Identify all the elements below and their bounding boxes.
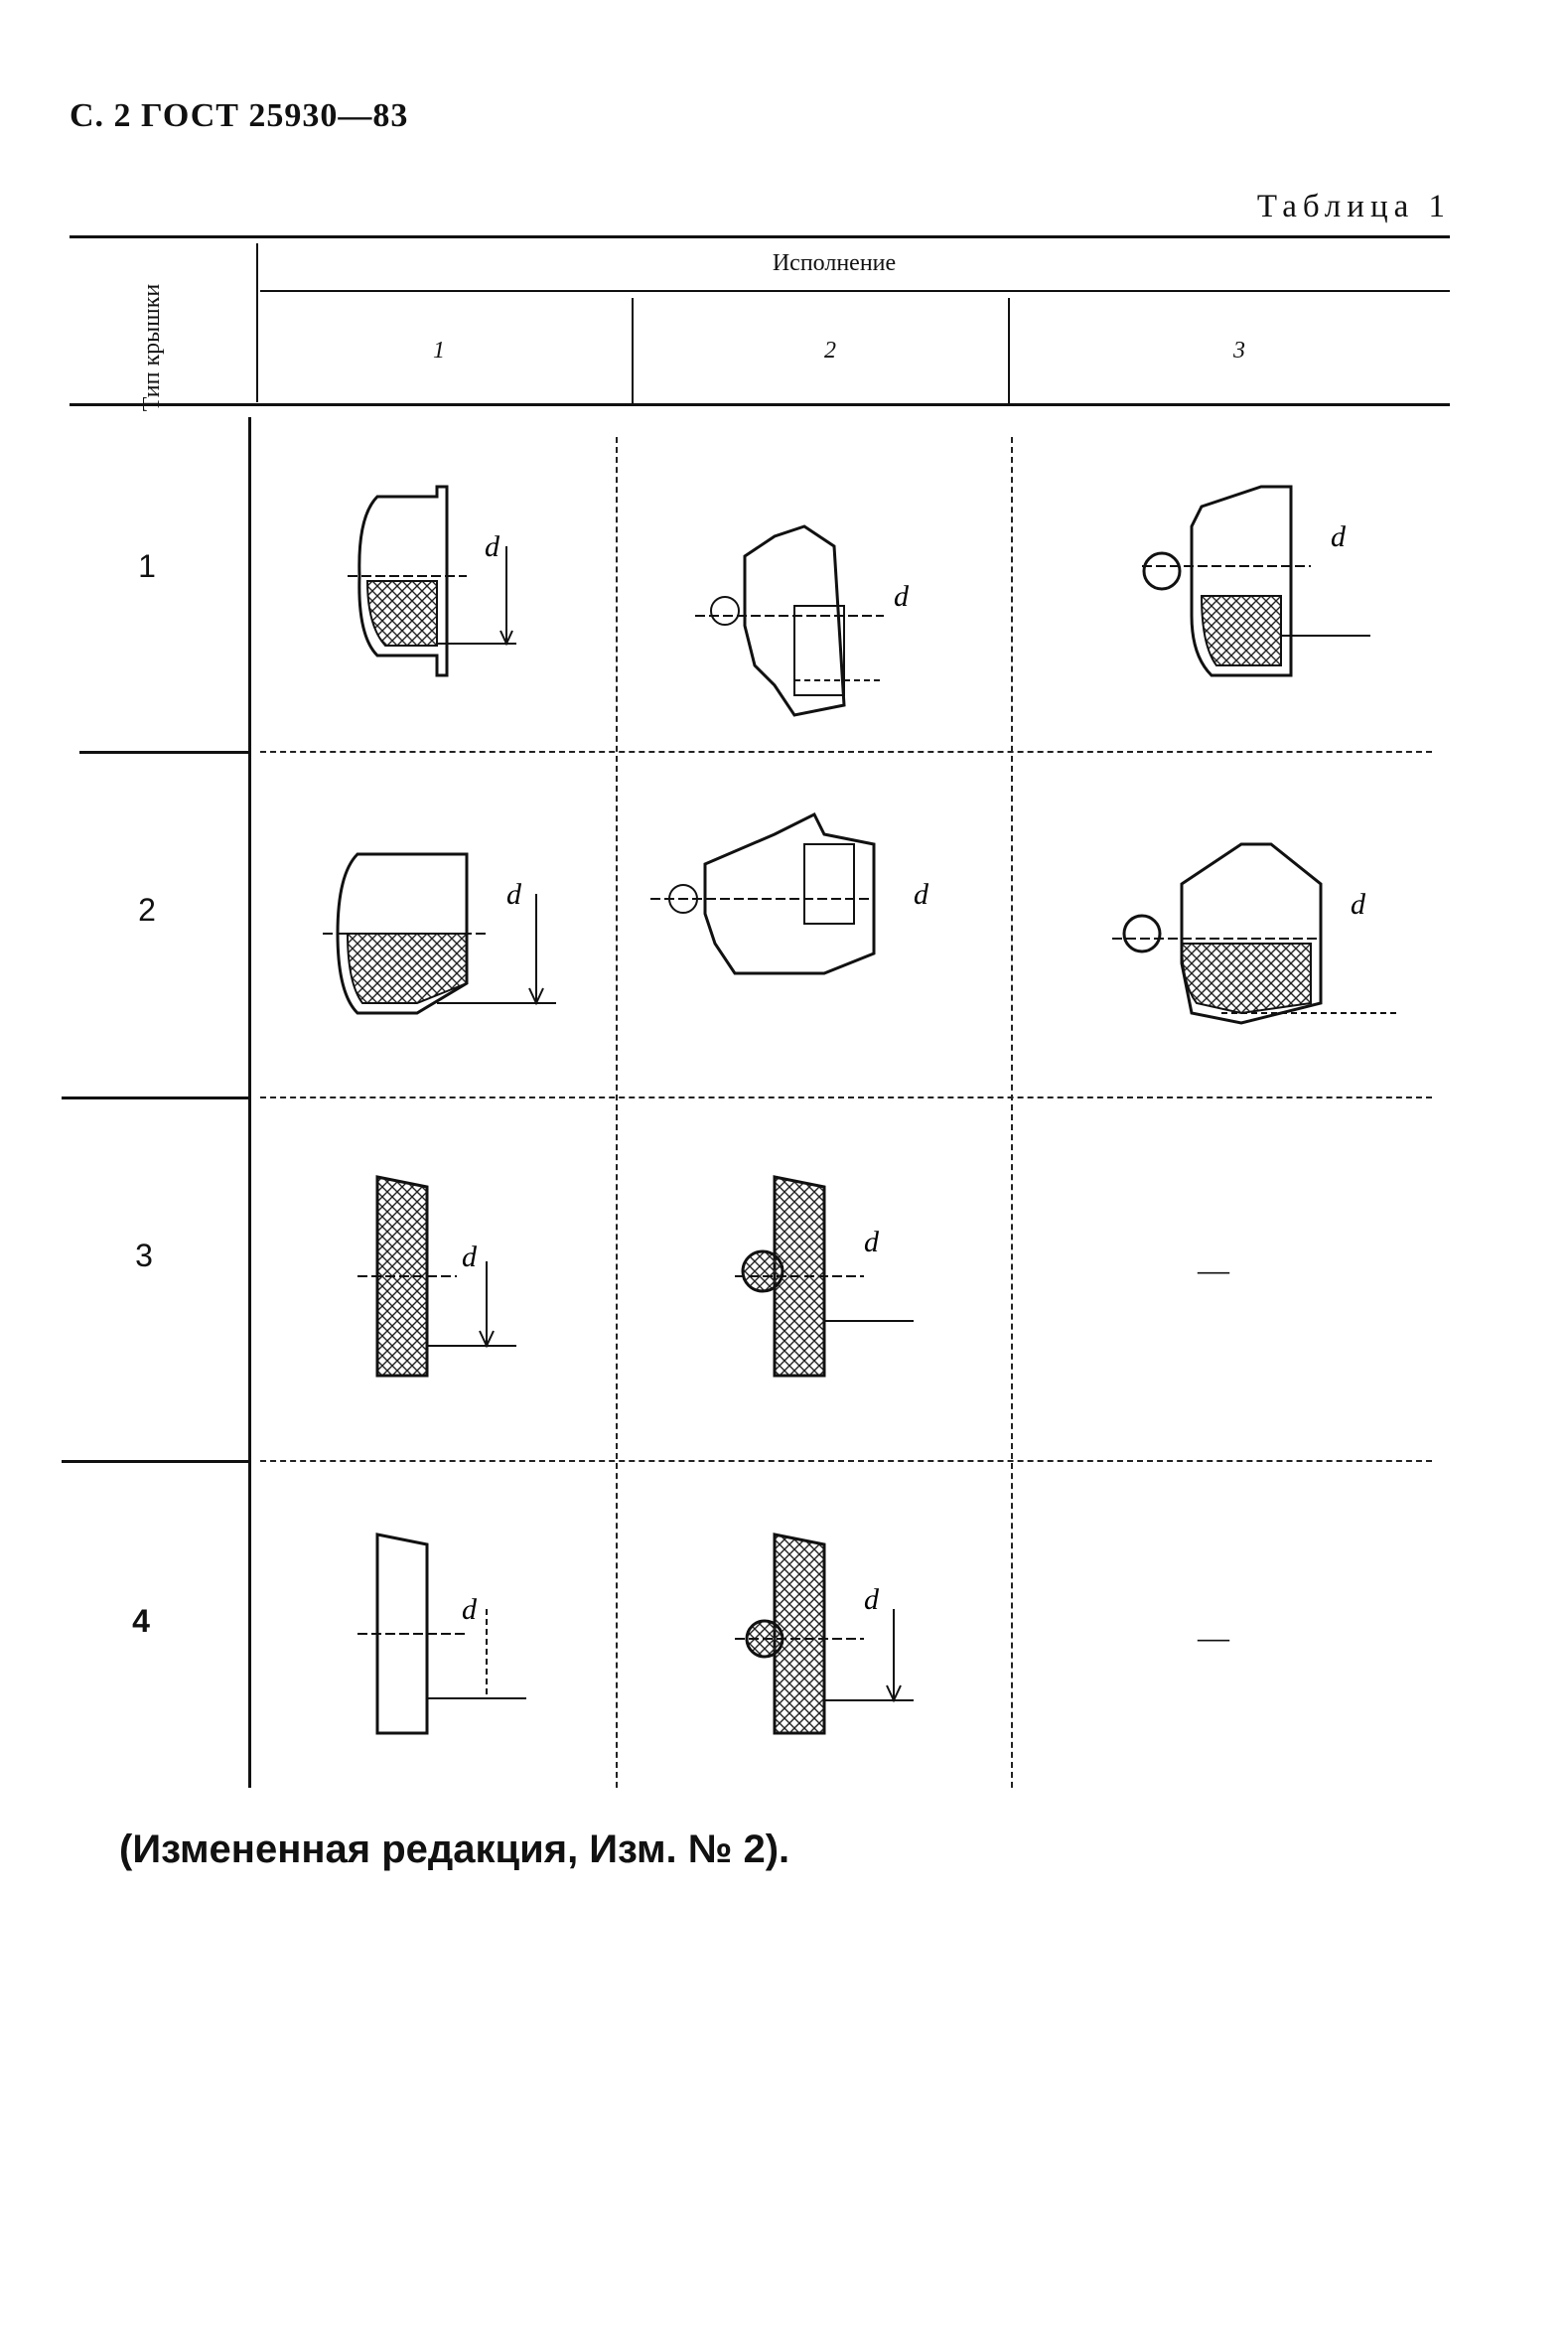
- col-group-header: Исполнение: [772, 250, 897, 276]
- column-3-label: 3: [1233, 338, 1245, 364]
- row-1-type: 1: [138, 548, 156, 584]
- body-divider-1: [248, 417, 251, 1788]
- header-divider-2: [632, 298, 634, 403]
- footnote-amendment: (Измененная редакция, Изм. № 2).: [119, 1827, 790, 1871]
- svg-text:d: d: [864, 1583, 880, 1616]
- header-divider-1: [256, 243, 258, 402]
- row-separator-1-left: [79, 751, 248, 754]
- row-separator-3-left: [62, 1460, 248, 1463]
- svg-text:d: d: [864, 1226, 880, 1258]
- svg-text:d: d: [462, 1593, 478, 1626]
- row-header: Тип крышки: [139, 283, 165, 412]
- svg-text:d: d: [1331, 520, 1347, 553]
- cap-type1-exec1-drawing: d: [348, 485, 516, 677]
- row-2-type: 2: [138, 892, 156, 928]
- cap-type1-exec3-drawing: d: [1142, 485, 1370, 677]
- row-separator-2: [260, 1096, 1432, 1098]
- table-top-rule: [70, 235, 1450, 238]
- row-3-type: 3: [135, 1238, 153, 1273]
- svg-text:d: d: [506, 878, 522, 911]
- group-header-rule: [260, 290, 1450, 292]
- cap-type1-exec2-drawing: d: [695, 524, 910, 717]
- header-divider-3: [1008, 298, 1010, 403]
- row-separator-2-left: [62, 1096, 248, 1099]
- body-divider-3: [1011, 437, 1013, 1788]
- cell-4-3-empty: —: [1198, 1619, 1229, 1655]
- column-1-label: 1: [433, 338, 445, 364]
- header-bottom-rule: [70, 403, 1450, 406]
- cap-type4-exec2-drawing: d: [735, 1533, 914, 1735]
- svg-text:d: d: [462, 1241, 478, 1273]
- svg-text:d: d: [894, 580, 910, 613]
- cap-type3-exec2-drawing: d: [735, 1175, 914, 1378]
- row-separator-1: [260, 751, 1432, 753]
- cap-type2-exec2-drawing: d: [650, 811, 929, 975]
- cap-type2-exec3-drawing: d: [1112, 842, 1400, 1025]
- svg-text:d: d: [1351, 888, 1366, 921]
- column-2-label: 2: [824, 338, 836, 364]
- table-label: Таблица 1: [1256, 189, 1451, 224]
- page-header: С. 2 ГОСТ 25930—83: [70, 97, 409, 134]
- cap-type4-exec1-drawing: d: [357, 1533, 526, 1735]
- row-4-type: 4: [132, 1603, 150, 1639]
- body-divider-2: [616, 437, 618, 1788]
- row-separator-3: [260, 1460, 1432, 1462]
- cell-3-3-empty: —: [1198, 1251, 1229, 1287]
- dimension-d-label: d: [485, 530, 500, 563]
- cap-type3-exec1-drawing: d: [357, 1175, 516, 1378]
- svg-text:d: d: [914, 878, 929, 911]
- cap-type2-exec1-drawing: d: [323, 852, 556, 1015]
